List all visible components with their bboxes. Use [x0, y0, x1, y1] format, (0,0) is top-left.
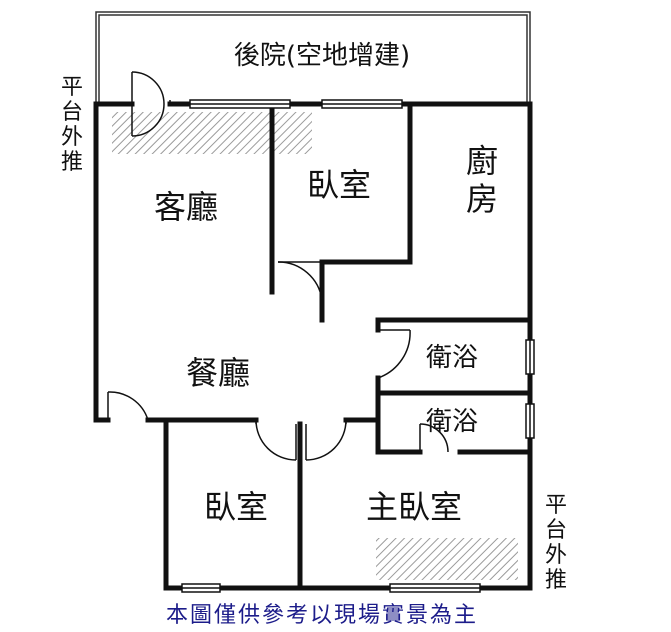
- bath-2-label: 衛浴: [426, 407, 478, 437]
- disclaimer-note: 本圖僅供參考以現場實景為主: [166, 603, 478, 628]
- svg-text:外: 外: [61, 125, 83, 150]
- balcony-hatch-left: [112, 112, 312, 154]
- bedroom-bottom-label: 臥室: [204, 488, 268, 526]
- bath-1-label: 衛浴: [426, 343, 478, 373]
- svg-text:平: 平: [545, 493, 567, 518]
- svg-text:房: 房: [466, 180, 498, 218]
- balcony-hatch-right: [376, 538, 518, 580]
- balcony-label-left: 平 台 外 推: [61, 75, 83, 175]
- svg-text:推: 推: [545, 568, 567, 593]
- svg-text:外: 外: [545, 543, 567, 568]
- svg-text:平: 平: [61, 75, 83, 100]
- living-room-label: 客廳: [154, 188, 218, 226]
- dining-room-label: 餐廳: [186, 354, 250, 392]
- master-bedroom-label: 主臥室: [366, 488, 462, 526]
- bedroom-top-label: 臥室: [307, 166, 371, 204]
- svg-text:台: 台: [545, 518, 567, 543]
- backyard-outline: [95, 11, 531, 104]
- balcony-label-right: 平 台 外 推: [545, 493, 567, 593]
- doors: [107, 71, 449, 461]
- walls: [93, 101, 533, 591]
- svg-text:推: 推: [61, 150, 83, 175]
- windows: [181, 99, 535, 593]
- svg-text:台: 台: [61, 100, 83, 125]
- backyard-label: 後院(空地增建): [234, 41, 410, 71]
- svg-text:廚: 廚: [466, 142, 498, 180]
- kitchen-label: 廚 房: [466, 142, 498, 218]
